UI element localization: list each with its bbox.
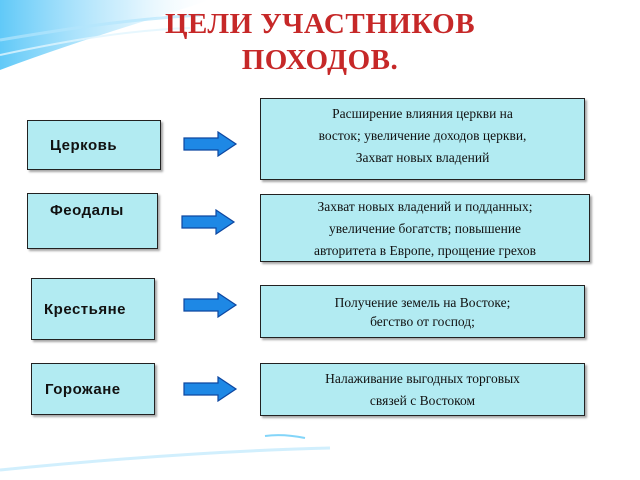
actor-label: Феодалы — [50, 202, 124, 219]
arrow-right-icon — [183, 376, 238, 402]
goal-line: связей с Востоком — [369, 392, 476, 408]
title-line-2: ПОХОДОВ. — [241, 44, 399, 76]
goal-line: Захват новых владений и подданных; — [317, 199, 533, 214]
actor-label: Церковь — [50, 136, 118, 154]
actor-box-peasants: Крестьяне — [31, 278, 155, 340]
goal-line: восток; увеличение доходов церкви, — [318, 128, 527, 143]
goal-box-church: Расширение влияния церкви на восток; уве… — [260, 98, 585, 180]
title-line-1: ЦЕЛИ УЧАСТНИКОВ — [164, 8, 476, 40]
goal-line: Расширение влияния церкви на — [332, 106, 513, 121]
goal-line: авторитета в Европе, прощение грехов — [313, 243, 537, 258]
goal-line: Налаживание выгодных торговых — [325, 370, 520, 386]
actor-box-townspeople: Горожане — [31, 363, 155, 415]
page-title: ЦЕЛИ УЧАСТНИКОВ ПОХОДОВ. — [100, 6, 540, 78]
actor-label: Крестьяне — [44, 300, 127, 318]
goal-line: Получение земель на Востоке; — [334, 294, 511, 310]
goal-box-peasants: Получение земель на Востоке; бегство от … — [260, 285, 585, 338]
arrow-right-icon — [181, 209, 236, 235]
arrow-right-icon — [183, 292, 238, 318]
goal-line: увеличение богатств; повышение — [328, 221, 522, 236]
goal-line: бегство от господ; — [370, 313, 475, 329]
actor-box-church: Церковь — [27, 120, 161, 170]
goal-box-feudals: Захват новых владений и подданных; увели… — [260, 194, 590, 262]
arrow-right-icon — [183, 131, 238, 157]
goal-line: Захват новых владений — [355, 150, 490, 165]
actor-box-feudals: Феодалы — [27, 193, 158, 249]
goal-box-townspeople: Налаживание выгодных торговых связей с В… — [260, 363, 585, 416]
actor-label: Горожане — [45, 380, 121, 398]
